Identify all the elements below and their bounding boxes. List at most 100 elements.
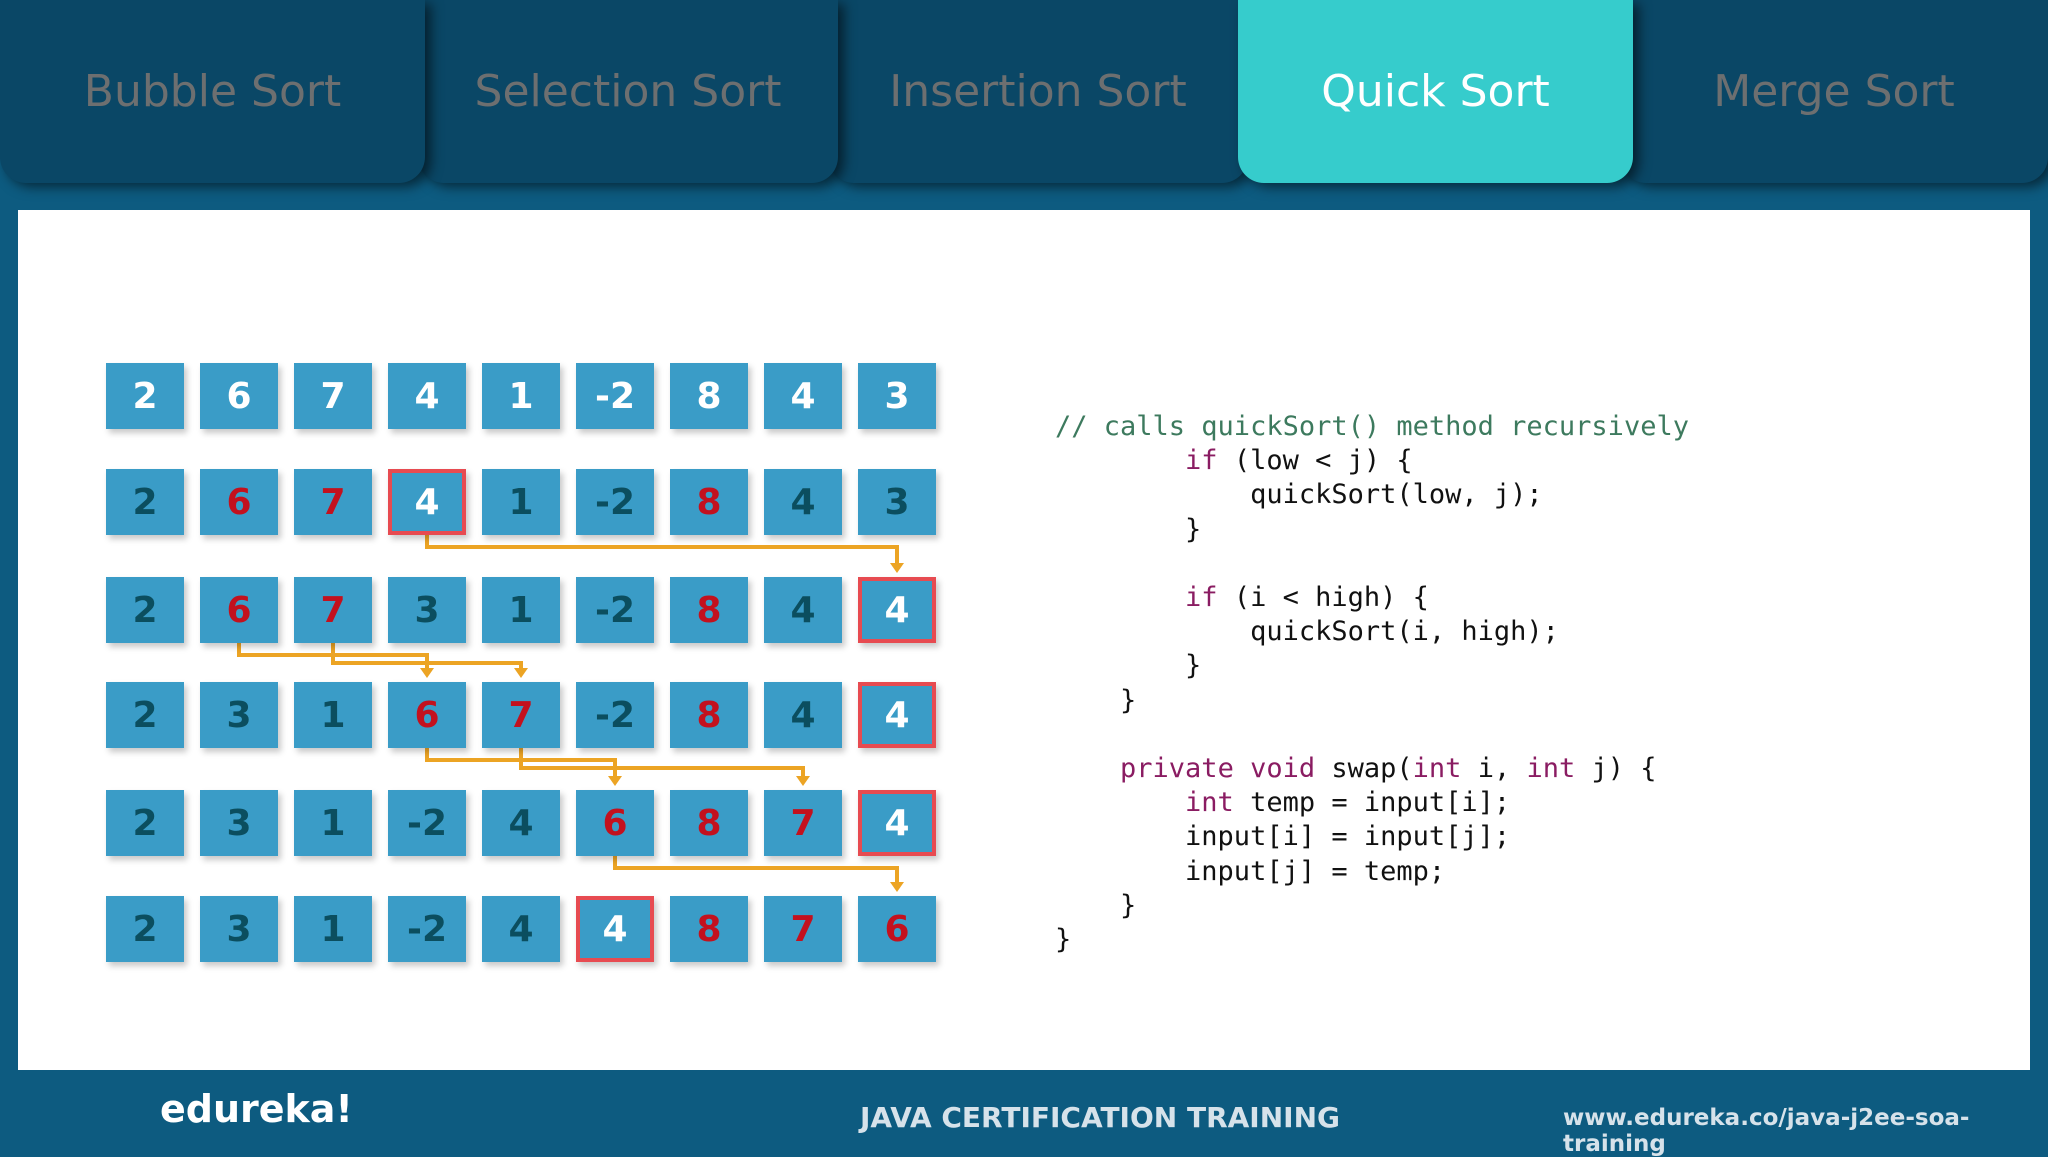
- array-cell: 7: [294, 363, 372, 429]
- course-title: JAVA CERTIFICATION TRAINING: [860, 1101, 1340, 1134]
- array-cell: 7: [294, 469, 372, 535]
- array-cell: 3: [388, 577, 466, 643]
- code-text: quickSort(low, j);: [1055, 479, 1543, 511]
- array-cell: 7: [764, 896, 842, 962]
- arrowhead-icon: [514, 668, 528, 678]
- arrowhead-icon: [890, 563, 904, 573]
- array-cell: 4: [764, 682, 842, 748]
- code-line: int temp = input[i];: [1055, 786, 1689, 820]
- tab-quick-sort[interactable]: Quick Sort: [1238, 0, 1633, 183]
- swap-arrow: [613, 856, 899, 884]
- tab-label: Insertion Sort: [889, 66, 1187, 117]
- swap-arrow: [331, 643, 523, 670]
- arrowhead-icon: [420, 668, 434, 678]
- array-cell: 2: [106, 469, 184, 535]
- tab-label: Quick Sort: [1321, 66, 1550, 117]
- tab-label: Selection Sort: [474, 66, 782, 117]
- array-cell: 2: [106, 896, 184, 962]
- array-cell: 4: [482, 896, 560, 962]
- code-line: }: [1055, 649, 1689, 683]
- code-line: ​: [1055, 547, 1689, 581]
- array-cell: 1: [482, 363, 560, 429]
- array-cell: 4: [388, 363, 466, 429]
- code-line: quickSort(i, high);: [1055, 615, 1689, 649]
- array-cell: 8: [670, 577, 748, 643]
- code-line: private void swap(int i, int j) {: [1055, 752, 1689, 786]
- code-line: }: [1055, 889, 1689, 923]
- code-text: }: [1055, 650, 1202, 682]
- array-cell: 4: [764, 363, 842, 429]
- code-line: if (low < j) {: [1055, 444, 1689, 478]
- code-keyword: if: [1185, 582, 1218, 614]
- array-cell: 3: [200, 896, 278, 962]
- array-cell: 7: [294, 577, 372, 643]
- code-text: input[i] = input[j];: [1055, 821, 1511, 853]
- code-line: ​: [1055, 718, 1689, 752]
- code-text: }: [1055, 684, 1137, 716]
- code-keyword: private void: [1120, 753, 1316, 785]
- array-cell: 8: [670, 790, 748, 856]
- tab-insertion-sort[interactable]: Insertion Sort: [828, 0, 1248, 183]
- array-cell: 1: [482, 577, 560, 643]
- code-line: input[i] = input[j];: [1055, 820, 1689, 854]
- code-line: // calls quickSort() method recursively: [1055, 410, 1689, 444]
- tab-bubble-sort[interactable]: Bubble Sort: [0, 0, 425, 183]
- array-cell: 1: [294, 790, 372, 856]
- swap-arrow: [425, 535, 899, 565]
- code-text: (i < high) {: [1217, 582, 1429, 614]
- array-cell: 8: [670, 682, 748, 748]
- code-line: }: [1055, 923, 1689, 957]
- code-text: [1055, 753, 1120, 784]
- array-cell: 2: [106, 682, 184, 748]
- array-cell: 8: [670, 363, 748, 429]
- array-cell: -2: [576, 682, 654, 748]
- code-line: }: [1055, 513, 1689, 547]
- swap-arrow: [519, 748, 805, 778]
- code-line: quickSort(low, j);: [1055, 478, 1689, 512]
- array-cell: 3: [858, 469, 936, 535]
- code-keyword: int: [1185, 787, 1234, 819]
- edureka-logo: edureka!: [160, 1087, 353, 1131]
- tab-merge-sort[interactable]: Merge Sort: [1620, 0, 2048, 183]
- array-cell: 4: [764, 469, 842, 535]
- code-text: quickSort(i, high);: [1055, 616, 1559, 648]
- code-line: if (i < high) {: [1055, 581, 1689, 615]
- tab-label: Bubble Sort: [83, 66, 342, 117]
- code-text: [1055, 787, 1185, 818]
- array-cell: 2: [106, 577, 184, 643]
- array-cell: 4: [482, 790, 560, 856]
- pivot-cell: 4: [576, 896, 654, 962]
- footer: edureka! JAVA CERTIFICATION TRAINING www…: [0, 1075, 2048, 1157]
- code-text: [1055, 445, 1185, 476]
- array-cell: 8: [670, 896, 748, 962]
- array-cell: 6: [388, 682, 466, 748]
- pivot-cell: 4: [388, 469, 466, 535]
- array-cell: 7: [764, 790, 842, 856]
- array-cell: 6: [200, 469, 278, 535]
- array-cell: 2: [106, 790, 184, 856]
- array-cell: 2: [106, 363, 184, 429]
- code-text: (low < j) {: [1217, 445, 1413, 477]
- array-cell: 3: [200, 682, 278, 748]
- code-keyword: int: [1526, 753, 1576, 785]
- code-text: }: [1055, 513, 1202, 545]
- code-text: swap(: [1315, 753, 1413, 785]
- array-cell: 7: [482, 682, 560, 748]
- arrowhead-icon: [890, 882, 904, 892]
- code-keyword: int: [1412, 753, 1462, 785]
- tab-selection-sort[interactable]: Selection Sort: [418, 0, 838, 183]
- array-cell: 1: [294, 896, 372, 962]
- code-text: [1055, 582, 1185, 613]
- arrowhead-icon: [796, 776, 810, 786]
- array-cell: 6: [200, 577, 278, 643]
- array-cell: 4: [764, 577, 842, 643]
- array-cell: -2: [576, 577, 654, 643]
- algorithm-tabs: Bubble Sort Selection Sort Insertion Sor…: [0, 0, 2048, 200]
- swap-arrows: [237, 535, 904, 892]
- pivot-cell: 4: [858, 790, 936, 856]
- array-cell: 6: [858, 896, 936, 962]
- pivot-cell: 4: [858, 577, 936, 643]
- code-text: i,: [1461, 753, 1527, 785]
- course-url[interactable]: www.edureka.co/java-j2ee-soa-training: [1563, 1105, 1970, 1157]
